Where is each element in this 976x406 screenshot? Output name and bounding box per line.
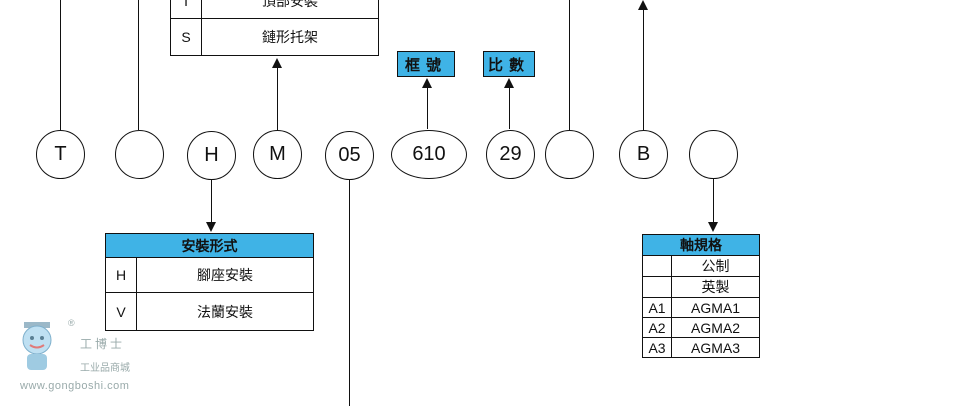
- option-label: 公制: [671, 255, 760, 277]
- table-row: A1 AGMA1: [642, 297, 760, 318]
- connector-line: [569, 0, 570, 130]
- connector-line: [713, 179, 714, 223]
- ratio-tag: 比數: [483, 51, 535, 77]
- option-code: T: [170, 0, 202, 19]
- option-code: [642, 255, 672, 277]
- table-header: 軸規格: [642, 234, 760, 256]
- frame-number-tag: 框號: [397, 51, 455, 77]
- table-row: 公制: [642, 255, 760, 277]
- table-row: V 法蘭安裝: [105, 292, 314, 331]
- code-circle-29: 29: [486, 130, 535, 179]
- table-row: T 頂部安裝: [170, 0, 379, 19]
- table-row: A3 AGMA3: [642, 337, 760, 358]
- code-circle-blank: [545, 130, 594, 179]
- connector-line: [643, 8, 644, 130]
- mascot-icon: [22, 322, 52, 370]
- watermark: ® 工博士 工业品商城 www.gongboshi.com: [14, 318, 154, 398]
- arrow-down-icon: [206, 222, 216, 232]
- brand-name: 工博士: [80, 337, 126, 351]
- brand-subtitle: 工业品商城: [80, 363, 130, 374]
- code-circle-M: M: [253, 130, 302, 179]
- website-url: www.gongboshi.com: [20, 380, 130, 392]
- table-row: H 腳座安裝: [105, 257, 314, 293]
- table-header: 安裝形式: [105, 233, 314, 258]
- code-circle-610: 610: [391, 130, 467, 179]
- connector-line: [509, 87, 510, 129]
- arrow-up-icon: [504, 78, 514, 88]
- arrow-up-icon: [422, 78, 432, 88]
- table-row: S 鏈形托架: [170, 18, 379, 56]
- table-row: A2 AGMA2: [642, 317, 760, 338]
- table-title: 安裝形式: [105, 233, 314, 258]
- option-label: AGMA2: [671, 317, 760, 338]
- table-row: 英製: [642, 276, 760, 298]
- option-label: 法蘭安裝: [136, 292, 314, 331]
- top-option-table: T 頂部安裝 S 鏈形托架: [170, 0, 379, 56]
- arrow-down-icon: [708, 222, 718, 232]
- option-label: 鏈形托架: [201, 18, 379, 56]
- code-circle-blank: [689, 130, 738, 179]
- option-code: A1: [642, 297, 672, 318]
- registered-mark: ®: [68, 318, 75, 328]
- option-label: 腳座安裝: [136, 257, 314, 293]
- connector-line: [349, 180, 350, 406]
- code-circle-B: B: [619, 130, 668, 179]
- option-code: S: [170, 18, 202, 56]
- option-code: [642, 276, 672, 298]
- option-code: A3: [642, 337, 672, 358]
- connector-line: [60, 0, 61, 130]
- code-circle-H: H: [187, 131, 236, 180]
- option-code: V: [105, 292, 137, 331]
- connector-line: [138, 0, 139, 130]
- connector-line: [427, 87, 428, 129]
- option-label: 英製: [671, 276, 760, 298]
- code-circle-blank: [115, 130, 164, 179]
- connector-line: [211, 180, 212, 223]
- code-circle-T: T: [36, 130, 85, 179]
- option-label: AGMA1: [671, 297, 760, 318]
- option-label: 頂部安裝: [201, 0, 379, 19]
- option-label: AGMA3: [671, 337, 760, 358]
- arrow-up-icon: [638, 0, 648, 10]
- table-title: 軸規格: [642, 234, 760, 256]
- connector-line: [277, 66, 278, 130]
- option-code: H: [105, 257, 137, 293]
- option-code: A2: [642, 317, 672, 338]
- mount-type-table: 安裝形式 H 腳座安裝 V 法蘭安裝: [105, 233, 314, 331]
- code-circle-05: 05: [325, 131, 374, 180]
- shaft-spec-table: 軸規格 公制 英製 A1 AGMA1 A2 AGMA2 A3 AGMA3: [642, 234, 760, 358]
- arrow-up-icon: [272, 58, 282, 68]
